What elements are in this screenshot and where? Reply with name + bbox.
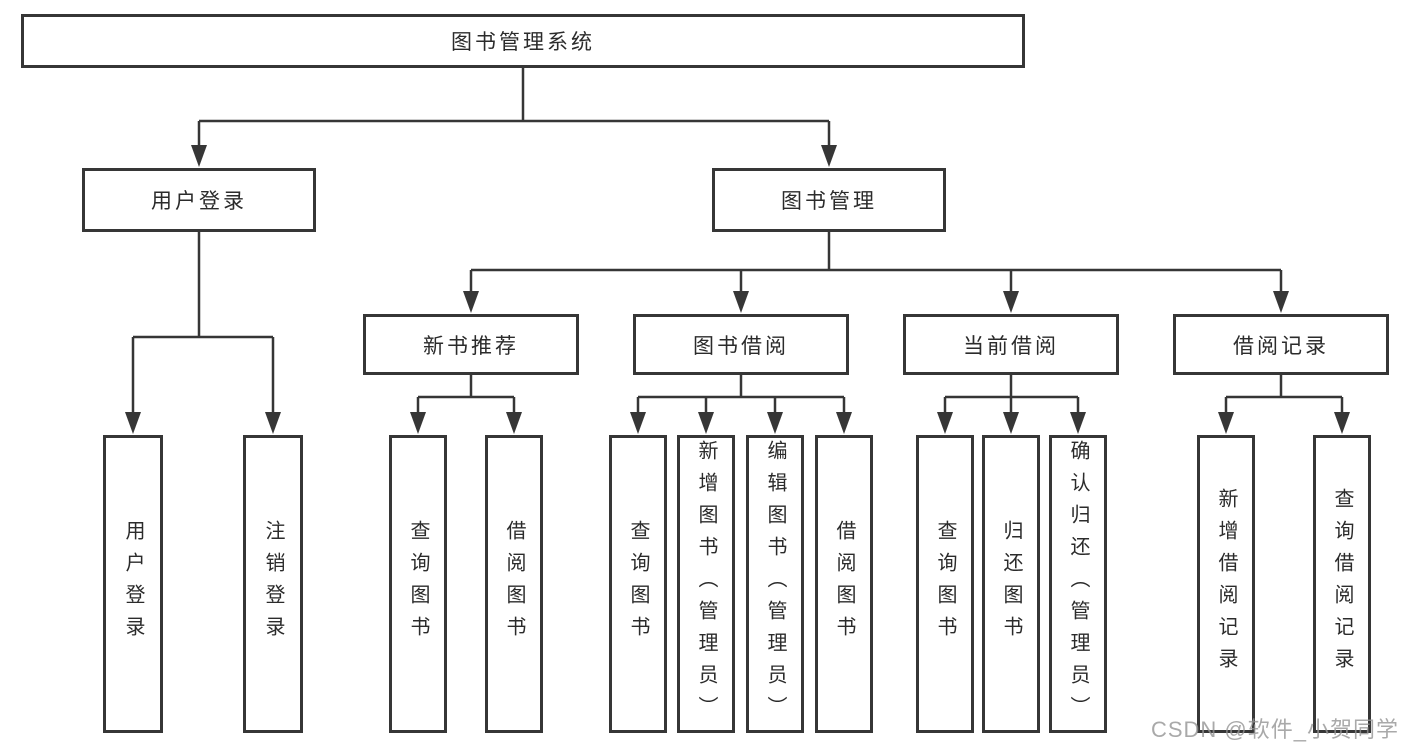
leaf-user-login-label: 用户登录	[122, 520, 144, 648]
leaf-borrow-books: 借阅图书	[815, 435, 873, 733]
leaf-label: 借阅图书	[833, 520, 855, 648]
csdn-watermark: CSDN @软件_小贺同学	[1150, 717, 1399, 742]
leaf-label: 查询图书	[934, 520, 956, 648]
leaf-label: 编辑图书（管理员）	[764, 440, 786, 728]
leaf-recommend-borrow-books: 借阅图书	[485, 435, 543, 733]
leaf-edit-books-admin: 编辑图书（管理员）	[746, 435, 804, 733]
leaf-current-query-books: 查询图书	[916, 435, 974, 733]
leaf-label: 查询图书	[627, 520, 649, 648]
leaf-logout-label: 注销登录	[262, 520, 284, 648]
leaf-label: 确认归还（管理员）	[1067, 440, 1089, 728]
leaf-confirm-return-admin: 确认归还（管理员）	[1049, 435, 1107, 733]
leaf-borrow-query-books: 查询图书	[609, 435, 667, 733]
node-borrow-records: 借阅记录	[1173, 314, 1389, 375]
node-book-borrow-label: 图书借阅	[693, 334, 789, 358]
node-root-label: 图书管理系统	[451, 31, 595, 54]
leaf-recommend-query-books: 查询图书	[389, 435, 447, 733]
arrowheads	[125, 145, 1350, 434]
leaf-add-books-admin: 新增图书（管理员）	[677, 435, 735, 733]
leaf-label: 借阅图书	[503, 520, 525, 648]
node-book-management: 图书管理	[712, 168, 946, 232]
leaf-label: 新增借阅记录	[1215, 488, 1237, 680]
node-book-borrow: 图书借阅	[633, 314, 849, 375]
leaf-return-books: 归还图书	[982, 435, 1040, 733]
leaf-label: 查询图书	[407, 520, 429, 648]
leaf-label: 查询借阅记录	[1331, 488, 1353, 680]
node-book-management-label: 图书管理	[781, 190, 877, 213]
leaf-add-borrow-record: 新增借阅记录	[1197, 435, 1255, 733]
node-new-book-recommend: 新书推荐	[363, 314, 579, 375]
node-root: 图书管理系统	[21, 14, 1025, 68]
node-current-borrow: 当前借阅	[903, 314, 1119, 375]
node-user-login: 用户登录	[82, 168, 316, 232]
leaf-label: 新增图书（管理员）	[695, 440, 717, 728]
node-borrow-records-label: 借阅记录	[1233, 334, 1329, 358]
leaf-label: 归还图书	[1000, 520, 1022, 648]
leaf-query-borrow-record: 查询借阅记录	[1313, 435, 1371, 733]
leaf-logout: 注销登录	[243, 435, 303, 733]
leaf-user-login: 用户登录	[103, 435, 163, 733]
node-current-borrow-label: 当前借阅	[963, 334, 1059, 358]
node-new-book-recommend-label: 新书推荐	[423, 334, 519, 358]
node-user-login-label: 用户登录	[151, 190, 247, 213]
